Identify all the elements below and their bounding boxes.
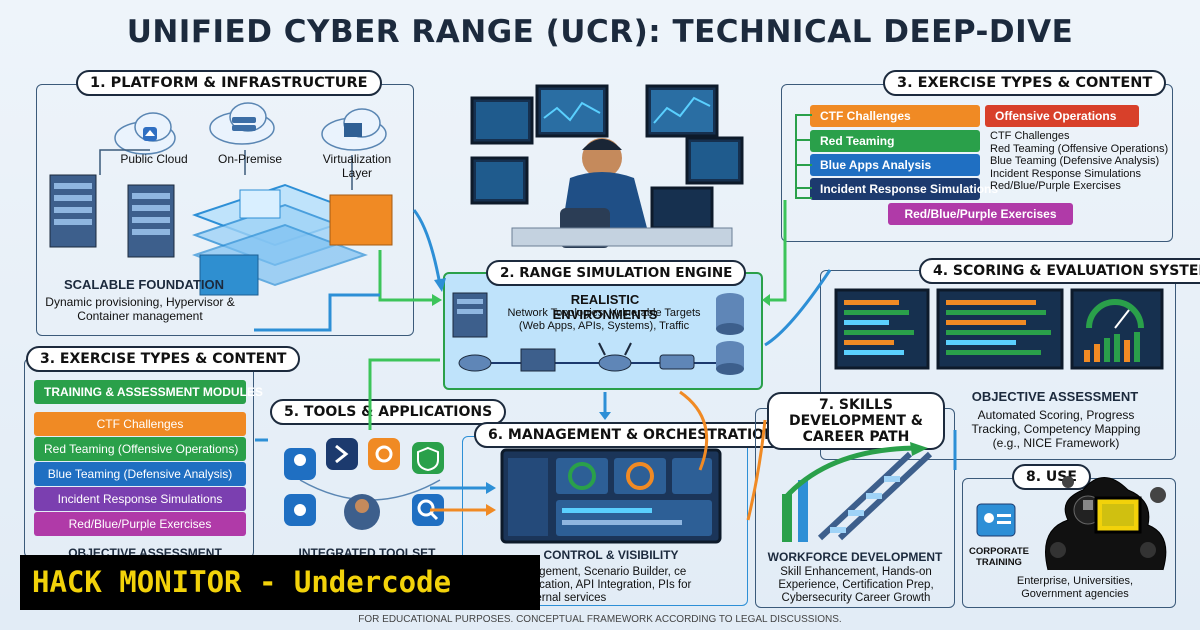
scoring-desc: Automated Scoring, Progress Tracking, Co… xyxy=(971,408,1141,450)
person-icon xyxy=(976,503,1016,537)
gauge-icon xyxy=(1070,288,1164,370)
cloud-icon xyxy=(114,112,176,155)
server-icon xyxy=(49,174,97,248)
ctf-bar: CTF Challenges xyxy=(810,105,980,127)
incident-response-bar: Incident Response Simulations xyxy=(810,178,998,200)
use-cases-desc: Enterprise, Universities, Government age… xyxy=(1016,575,1134,600)
scoring-title: OBJECTIVE ASSESSMENT xyxy=(971,389,1139,404)
hack-monitor-banner: HACK MONITOR - Undercode xyxy=(20,555,540,610)
chart-icon xyxy=(936,288,1064,370)
management-dashboard xyxy=(500,448,722,544)
red-teaming-bar-left: Red Teaming (Offensive Operations) xyxy=(34,437,246,461)
scoring-heading: 4. SCORING & EVALUATION SYSTEM xyxy=(919,258,1200,284)
engine-heading: 2. RANGE SIMULATION ENGINE xyxy=(486,260,747,286)
red-teaming-bar: Red Teaming xyxy=(810,130,980,152)
exercise-top-heading: 3. EXERCISE TYPES & CONTENT xyxy=(883,70,1167,96)
rbp-bar-left: Red/Blue/Purple Exercises xyxy=(34,512,246,536)
use-cases-heading: 8. USE xyxy=(1012,464,1091,490)
list-item: CTF Challenges xyxy=(990,130,1070,142)
terminal-icon xyxy=(326,438,358,470)
offensive-operations-bar: Offensive Operations xyxy=(985,105,1139,127)
management-heading: 6. MANAGEMENT & ORCHESTRATION xyxy=(474,422,790,448)
database-icon xyxy=(716,341,744,375)
training-modules-bar: TRAINING & ASSESSMENT MODULES xyxy=(34,380,263,404)
management-title: CONTROL & VISIBILITY xyxy=(543,548,679,562)
server-icon xyxy=(127,184,175,258)
list-item: Red/Blue/Purple Exercises xyxy=(990,180,1121,192)
blue-teaming-bar-left: Blue Teaming (Defensive Analysis) xyxy=(34,462,246,486)
exercise-bracket xyxy=(795,114,812,199)
search-icon xyxy=(412,494,444,526)
person-icon xyxy=(344,494,380,530)
scoring-dashboards xyxy=(834,288,1164,370)
incident-bar-left: Incident Response Simulations xyxy=(34,487,246,511)
router-icon xyxy=(659,354,695,370)
list-item: Red Teaming (Offensive Operations) xyxy=(990,142,1169,155)
on-premise-label: On-Premise xyxy=(217,152,282,166)
tools-heading: 5. TOOLS & APPLICATIONS xyxy=(270,399,507,425)
exercise-list: CTF Challenges Red Teaming (Offensive Op… xyxy=(990,130,1170,193)
skills-desc: Skill Enhancement, Hands-on Experience, … xyxy=(778,566,934,604)
skills-title: WORKFORCE DEVELOPMENT xyxy=(767,550,943,564)
engine-topology xyxy=(452,292,744,375)
router-icon xyxy=(598,342,632,372)
database-icon xyxy=(716,293,744,335)
foundation-title: SCALABLE FOUNDATION xyxy=(63,277,225,292)
chart-icon xyxy=(834,288,930,370)
shield-icon xyxy=(412,442,444,474)
tools-icons xyxy=(284,438,444,530)
router-icon xyxy=(458,354,492,372)
gear-icon xyxy=(368,438,400,470)
blue-apps-bar: Blue Apps Analysis xyxy=(810,154,980,176)
foundation-desc: Dynamic provisioning, Hypervisor & Conta… xyxy=(45,295,235,323)
platform-illustration xyxy=(49,102,393,296)
page-title: UNIFIED CYBER RANGE (UCR): TECHNICAL DEE… xyxy=(126,14,1074,50)
monitor-icon xyxy=(470,84,744,230)
server-icon xyxy=(452,292,488,338)
engine-title: REALISTIC ENVIRONMENTS xyxy=(552,292,658,322)
list-item: Blue Teaming (Defensive Analysis) xyxy=(990,155,1160,167)
skills-heading: 7. SKILLS DEVELOPMENT & CAREER PATH xyxy=(767,392,945,450)
platform-heading: 1. PLATFORM & INFRASTRUCTURE xyxy=(76,70,382,96)
cloud-icon xyxy=(321,108,387,151)
public-cloud-label: Public Cloud xyxy=(120,152,188,166)
analyst-illustration xyxy=(470,84,744,248)
cloud-icon xyxy=(209,102,275,145)
footer-disclaimer: FOR EDUCATIONAL PURPOSES. CONCEPTUAL FRA… xyxy=(358,614,842,625)
hacker-avatar-icon xyxy=(1045,476,1167,571)
list-item: Incident Response Simulations xyxy=(990,167,1142,180)
purple-exercises-bar: Red/Blue/Purple Exercises xyxy=(888,203,1073,225)
engine-panel xyxy=(443,272,763,390)
virtualization-label: Virtualization Layer xyxy=(322,152,392,180)
stairs-icon xyxy=(782,442,933,542)
exercise-left-heading: 3. EXERCISE TYPES & CONTENT xyxy=(26,346,301,372)
corporate-training-label: CORPORATE TRAINING xyxy=(969,546,1029,568)
person-icon xyxy=(284,448,316,480)
server-icon xyxy=(520,348,556,372)
management-desc: anagement, Scenario Builder, ce Allocati… xyxy=(520,566,692,604)
engine-desc: Network Topologies, Vulnerable Targets (… xyxy=(507,307,701,332)
gear-icon xyxy=(284,494,316,526)
ctf-bar-left: CTF Challenges xyxy=(34,412,246,436)
